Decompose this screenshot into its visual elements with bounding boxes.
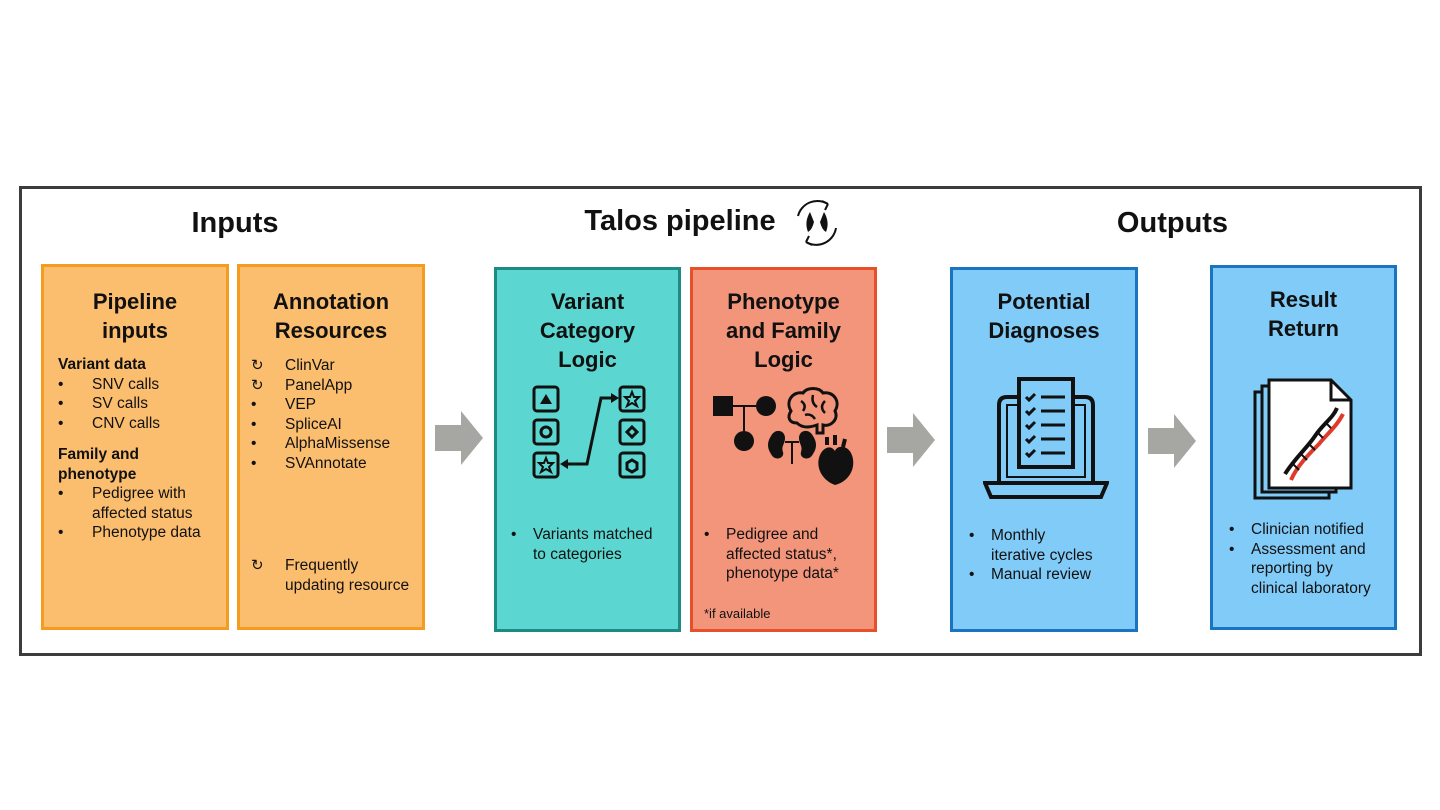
list-item: CNV calls [58,414,228,434]
list-item: Assessment and [1229,540,1397,560]
refresh-icon: ↻ [251,376,264,394]
result-bullets: Clinician notified Assessment and report… [1229,520,1397,598]
list-item: SV calls [58,394,228,414]
potential-diagnoses-box: Potential Diagnoses Monthly iterative cy… [950,267,1138,632]
annotation-resources-title: Annotation Resources [272,289,390,343]
phenotype-logic-bullets: Pedigree and affected status*, phenotype… [704,525,876,584]
family-heading: Family and [58,446,139,463]
list-item-continuation: affected status [92,504,193,522]
potential-diagnoses-title: Potential Diagnoses [988,289,1100,343]
list-item: Pedigree with [58,484,228,504]
list-item: Manual review [969,565,1137,585]
pipeline-inputs-list: Variant data SNV calls SV calls CNV call… [58,355,228,543]
laptop-checklist-icon [983,377,1109,499]
talos-cycle-icon [797,199,837,246]
variant-logic-bullets: Variants matched to categories [511,525,681,564]
inputs-heading: Inputs [191,207,279,239]
dna-document-icon [1253,378,1353,500]
refresh-icon: ↻ [251,357,264,374]
pipeline-heading: Talos pipeline [584,205,776,237]
variant-logic-title: Variant Category Logic [539,289,636,372]
result-return-box: Result Return Clinician notified Assessm… [1210,265,1397,630]
list-item: Monthly [969,526,1137,546]
refresh-icon: ↻ [251,557,264,574]
phenotype-logic-box: Phenotype and Family Logic Pedigree and … [690,267,877,632]
pipeline-inputs-title: Pipeline inputs [92,289,178,343]
list-item: Clinician notified [1229,520,1397,540]
list-item: AlphaMissense [251,434,423,454]
phenotype-logic-title: Phenotype and Family Logic [726,289,841,372]
list-item: SpliceAI [251,415,423,435]
outputs-heading: Outputs [1116,207,1229,239]
list-item: Phenotype data [58,523,228,543]
flow-arrow-3 [1148,414,1196,468]
pedigree-icon [713,396,776,451]
family-heading: phenotype [58,465,137,483]
list-item: ↻PanelApp [251,376,353,394]
list-item: SVAnnotate [251,454,423,474]
result-return-title: Result Return [1268,287,1339,341]
variant-data-heading: Variant data [58,356,146,373]
list-item: SNV calls [58,375,228,395]
category-matching-icon [532,385,646,479]
flow-arrow-1 [435,411,483,465]
annotation-list: ↻ClinVar ↻PanelApp VEP SpliceAI AlphaMis… [251,356,423,473]
brain-icon [787,387,839,435]
variant-logic-box: Variant Category Logic Variants matched … [494,267,681,632]
kidney-icon [768,430,816,464]
list-item: VEP [251,395,423,415]
refresh-legend: ↻Frequently updating resource [251,557,410,594]
availability-footnote: *if available [704,606,771,621]
list-item: ↻ClinVar [251,357,335,374]
heart-icon [818,435,854,485]
list-item: Pedigree and [704,525,876,545]
pipeline-inputs-box: Pipeline inputs Variant data SNV calls S… [41,264,229,630]
annotation-resources-box: Annotation Resources ↻ClinVar ↻PanelApp … [237,264,425,630]
diagnoses-bullets: Monthly iterative cycles Manual review [969,526,1137,585]
flow-arrow-2 [887,413,935,467]
list-item: Variants matched [511,525,681,545]
